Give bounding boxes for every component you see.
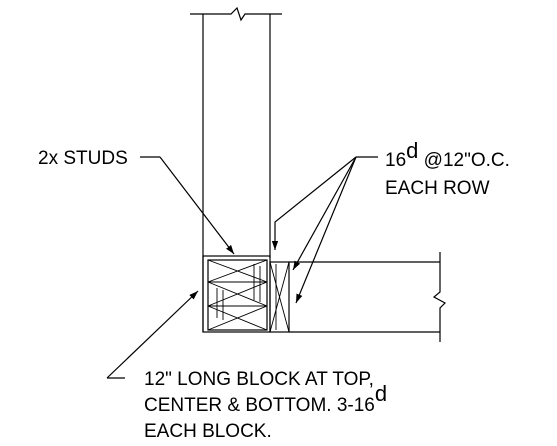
- corner-block-assembly: [202, 255, 290, 333]
- block-note-line3: EACH BLOCK.: [144, 421, 272, 442]
- nail-spec-label: 16d @12"O.C.: [385, 138, 510, 171]
- nail-spec-leader: [271, 156, 378, 304]
- nail-spec-main: 16: [385, 150, 406, 171]
- right-break-line: [432, 252, 446, 342]
- block-leader: [106, 290, 199, 379]
- block-note-line2-main: CENTER & BOTTOM. 3-16: [144, 395, 375, 416]
- studs-label: 2x STUDS: [38, 148, 128, 169]
- nail-spec-rest: @12"O.C.: [418, 150, 510, 171]
- nail-spec-sup: d: [406, 138, 418, 163]
- vertical-wall: [190, 6, 282, 332]
- nail-spec-line2: EACH ROW: [385, 178, 490, 199]
- block-note-line2: CENTER & BOTTOM. 3-16d: [144, 381, 387, 416]
- horizontal-wall: [289, 252, 446, 342]
- block-note-line2-sup: d: [375, 381, 387, 406]
- studs-leader: [140, 156, 235, 255]
- top-break-line: [190, 6, 282, 22]
- block-note-line1: 12" LONG BLOCK AT TOP,: [144, 369, 374, 390]
